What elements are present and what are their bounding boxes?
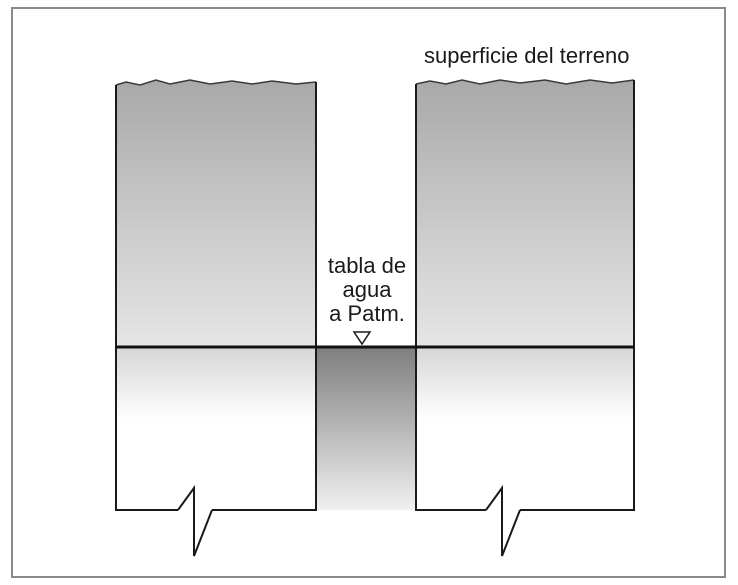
left-soil-upper-fill — [116, 80, 316, 347]
left-zigzag-break-icon — [177, 484, 213, 557]
left-soil-surface-edge — [115, 79, 317, 86]
ground-surface-label: superficie del terreno — [424, 43, 630, 68]
water-table-label-line-3: a Patm. — [329, 301, 405, 326]
right-soil-upper-fill — [416, 80, 634, 347]
right-soil-outline — [415, 80, 635, 511]
water-table-label-line-1: tabla de — [327, 253, 407, 278]
left-soil-outline — [115, 82, 317, 511]
right-soil-surface-edge — [415, 79, 635, 85]
right-soil-lower-fill — [416, 347, 634, 510]
water-column — [316, 347, 416, 510]
right-zigzag-break-icon — [485, 484, 521, 557]
inverted-triangle-icon — [352, 331, 372, 346]
left-soil-lower-fill — [116, 347, 316, 510]
water-table-label-line-2: agua — [342, 277, 392, 302]
water-table-label: tabla de agua a Patm. — [300, 254, 434, 326]
left-soil-block — [115, 79, 317, 557]
right-soil-block — [415, 79, 635, 557]
